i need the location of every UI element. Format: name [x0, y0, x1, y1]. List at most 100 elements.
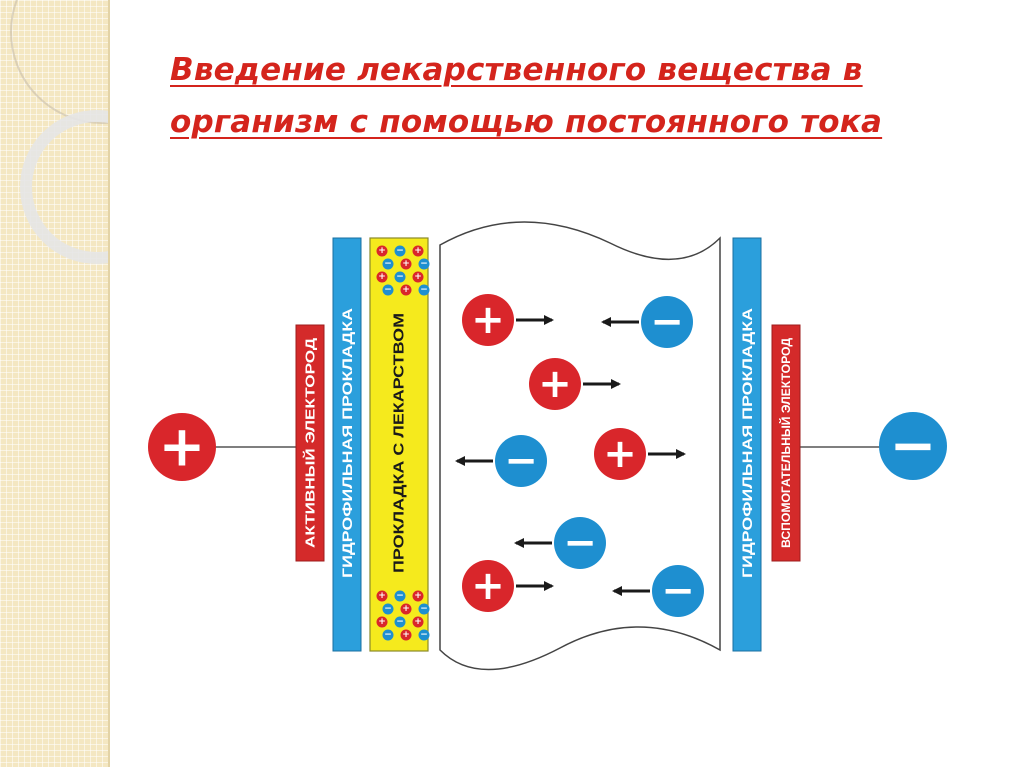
- small-ion-circle: [376, 590, 388, 602]
- cation-circle: [594, 428, 646, 480]
- small-ion-symbol: −: [396, 617, 404, 627]
- cation-circle: [529, 358, 581, 410]
- small-ion-symbol: +: [402, 630, 410, 640]
- drug-pad-ions-bottom: +−+−+−+−+−+−: [376, 590, 430, 641]
- small-ion-circle: [394, 271, 406, 283]
- anion-symbol: −: [504, 438, 538, 484]
- small-ion-symbol: −: [396, 272, 404, 282]
- small-ion-symbol: +: [414, 617, 422, 627]
- small-ion-symbol: +: [402, 604, 410, 614]
- small-ion-circle: [394, 590, 406, 602]
- small-ion-circle: [376, 616, 388, 628]
- anion: −: [554, 517, 606, 569]
- small-ion-circle: [418, 258, 430, 270]
- small-ion-circle: [418, 603, 430, 615]
- small-ion-circle: [400, 258, 412, 270]
- small-ion: −: [382, 258, 394, 270]
- cation: +: [462, 560, 514, 612]
- small-ion-circle: [412, 590, 424, 602]
- small-ion-circle: [382, 603, 394, 615]
- small-ion-symbol: −: [384, 259, 392, 269]
- hydrophilic-pad-left: ГИДРОФИЛЬНАЯ ПРОКЛАДКА: [332, 237, 362, 652]
- small-ion-symbol: +: [378, 246, 386, 256]
- decorative-side-panel: [0, 0, 110, 767]
- small-ion-circle: [412, 271, 424, 283]
- small-ion-circle: [394, 616, 406, 628]
- small-ion: −: [418, 629, 430, 641]
- small-ion: −: [382, 284, 394, 296]
- small-ion-symbol: +: [378, 272, 386, 282]
- small-ion: −: [382, 603, 394, 615]
- small-ion-circle: [400, 603, 412, 615]
- small-ion-circle: [376, 245, 388, 257]
- positive-terminal-symbol: +: [159, 415, 206, 480]
- small-ion-symbol: −: [384, 630, 392, 640]
- small-ion-circle: [382, 629, 394, 641]
- small-ion-circle: [400, 284, 412, 296]
- anion-symbol: −: [650, 299, 684, 345]
- small-ion-circle: [376, 271, 388, 283]
- small-ion: −: [394, 616, 406, 628]
- cation: +: [594, 428, 646, 480]
- anion-circle: [495, 435, 547, 487]
- small-ion: −: [394, 245, 406, 257]
- cation-symbol: +: [471, 563, 505, 609]
- drug-pad-ions-top: +−+−+−+−+−+−: [376, 245, 430, 296]
- cation-circle: [462, 560, 514, 612]
- small-ion-symbol: +: [414, 246, 422, 256]
- panel-edge: [108, 0, 110, 767]
- small-ion: −: [394, 590, 406, 602]
- small-ion-symbol: +: [414, 272, 422, 282]
- title-line-2: организм с помощью постоянного тока: [170, 104, 883, 140]
- small-ion: +: [400, 629, 412, 641]
- small-ion: −: [418, 603, 430, 615]
- small-ion-symbol: +: [378, 617, 386, 627]
- active-electrode-label: АКТИВНЫЙ ЭЛЕКТОРОД: [303, 337, 318, 548]
- small-ion-symbol: −: [384, 285, 392, 295]
- cation-symbol: +: [471, 297, 505, 343]
- small-ion-circle: [394, 245, 406, 257]
- small-ion: +: [376, 245, 388, 257]
- small-ion-circle: [382, 258, 394, 270]
- small-ion: +: [400, 603, 412, 615]
- small-ion-symbol: −: [396, 246, 404, 256]
- drug-pad: ПРОКЛАДКА С ЛЕКАРСТВОМ: [369, 237, 429, 652]
- anion: −: [652, 565, 704, 617]
- small-ion-symbol: −: [396, 591, 404, 601]
- small-ion: +: [412, 616, 424, 628]
- small-ion-circle: [418, 629, 430, 641]
- active-electrode: АКТИВНЫЙ ЭЛЕКТОРОД: [295, 324, 325, 562]
- anion-symbol: −: [661, 568, 695, 614]
- hydrophilic-pad-right: ГИДРОФИЛЬНАЯ ПРОКЛАДКА: [732, 237, 762, 652]
- small-ion-circle: [412, 245, 424, 257]
- cation: +: [529, 358, 581, 410]
- cation-symbol: +: [603, 431, 637, 477]
- small-ion: +: [376, 590, 388, 602]
- small-ion-circle: [382, 284, 394, 296]
- anion: −: [495, 435, 547, 487]
- small-ion: +: [376, 271, 388, 283]
- anion: −: [641, 296, 693, 348]
- hydrophilic-pad-left-label: ГИДРОФИЛЬНАЯ ПРОКЛАДКА: [339, 308, 355, 578]
- cation-circle: [462, 294, 514, 346]
- auxiliary-electrode-label: ВСПОМОГАТЕЛЬНЫЙ ЭЛЕКТОРОД: [778, 338, 793, 548]
- small-ion: +: [400, 284, 412, 296]
- anion-symbol: −: [563, 520, 597, 566]
- small-ion: +: [376, 616, 388, 628]
- small-ion: +: [412, 271, 424, 283]
- small-ion: +: [400, 258, 412, 270]
- anion-circle: [641, 296, 693, 348]
- cation-symbol: +: [538, 361, 572, 407]
- small-ion-circle: [400, 629, 412, 641]
- small-ion-symbol: −: [420, 285, 428, 295]
- small-ion-symbol: +: [378, 591, 386, 601]
- small-ion: −: [418, 258, 430, 270]
- negative-terminal: −: [879, 412, 947, 480]
- small-ion-symbol: +: [414, 591, 422, 601]
- auxiliary-electrode: ВСПОМОГАТЕЛЬНЫЙ ЭЛЕКТОРОД: [771, 324, 801, 562]
- small-ion-symbol: +: [402, 259, 410, 269]
- small-ion: +: [412, 590, 424, 602]
- negative-terminal-symbol: −: [890, 414, 937, 479]
